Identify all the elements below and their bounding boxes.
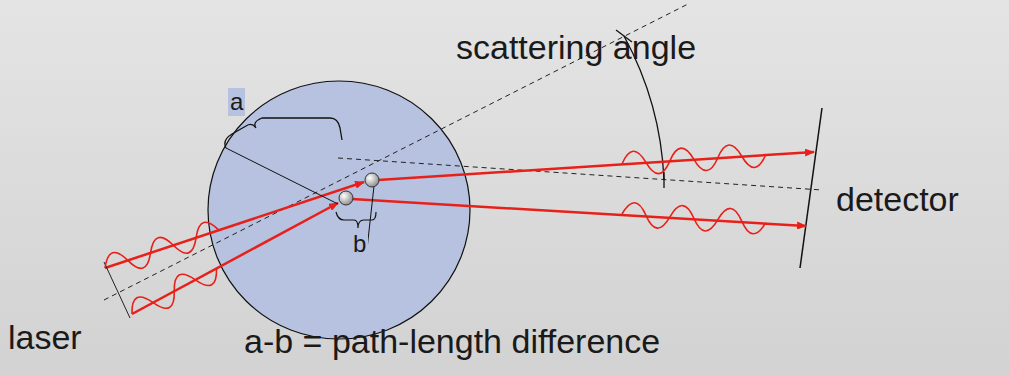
incident-beam: [132, 203, 338, 314]
caption-note: a-b = path-length difference: [244, 322, 660, 361]
sample-volume: [208, 81, 470, 339]
detector-label: detector: [836, 180, 959, 219]
bracket-a: [225, 118, 342, 148]
distance-label: b: [351, 230, 368, 258]
incident-beam: [105, 182, 364, 268]
scatterer-particle: [365, 173, 379, 187]
angle-tick: [663, 172, 664, 188]
laser-front: [104, 262, 130, 318]
detector-plate: [800, 108, 822, 268]
scatterer-particle: [339, 191, 353, 205]
wavefront-line: [226, 148, 338, 204]
scattered-axis: [338, 158, 822, 190]
incident-wave: [101, 219, 222, 280]
incident-wave: [126, 258, 222, 325]
source-label: laser: [8, 318, 82, 357]
distance-label: a: [228, 88, 245, 116]
bracket-b: [336, 212, 376, 228]
scattered-wave: [621, 143, 766, 176]
angle-label: scattering angle: [456, 28, 696, 67]
scattered-wave: [621, 202, 766, 234]
